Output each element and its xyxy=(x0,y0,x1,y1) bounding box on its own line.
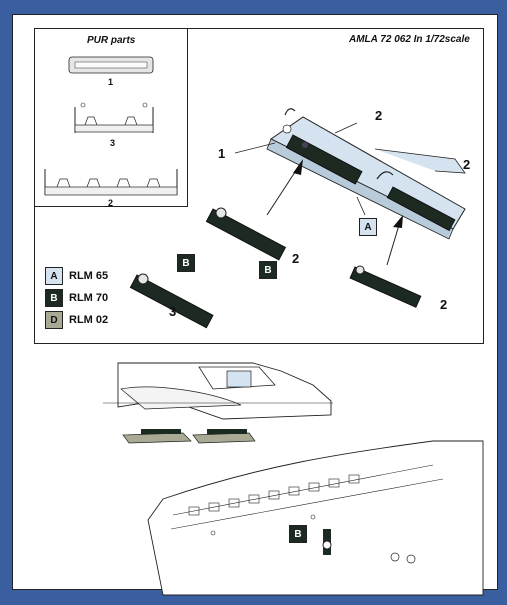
assembly-label-part-2-top: 2 xyxy=(375,108,383,123)
legend-label-rlm02: RLM 02 xyxy=(69,314,109,326)
callout-b-part2: B xyxy=(259,261,277,279)
kit-title: AMLA 72 062 In 1/72scale xyxy=(349,34,470,45)
legend-row-rlm02: D RLM 02 xyxy=(45,310,108,330)
callout-a-rail: A xyxy=(359,218,377,236)
legend-row-rlm65: A RLM 65 xyxy=(45,266,108,286)
assembly-label-part-2-lower: 2 xyxy=(440,297,448,312)
pur-part-1-label: 1 xyxy=(108,77,114,87)
pur-part-2-label: 2 xyxy=(108,198,114,208)
aircraft-side-view-drawing xyxy=(103,362,484,596)
legend-label-rlm70: RLM 70 xyxy=(69,292,109,304)
instruction-sheet: PUR parts 1 3 2 AMLA 72 xyxy=(12,14,498,596)
callout-b-fuselage: B xyxy=(289,525,307,543)
swatch-d: D xyxy=(45,311,63,329)
rack-assembly-drawing xyxy=(129,108,466,329)
pur-parts-drawing xyxy=(44,56,178,196)
swatch-a: A xyxy=(45,267,63,285)
assembly-label-part-1: 1 xyxy=(218,146,226,161)
callout-b-part3: B xyxy=(177,254,195,272)
assembly-label-part-2-mid: 2 xyxy=(292,251,300,266)
assembly-label-part-3: 3 xyxy=(169,304,177,319)
pur-part-3-label: 3 xyxy=(110,138,116,148)
pur-parts-inset: PUR parts 1 3 2 xyxy=(34,28,188,208)
swatch-b: B xyxy=(45,289,63,307)
assembly-label-part-2-right: 2 xyxy=(463,157,471,172)
pur-parts-title: PUR parts xyxy=(87,35,136,46)
legend-label-rlm65: RLM 65 xyxy=(69,270,109,282)
assembly-panel: PUR parts 1 3 2 AMLA 72 xyxy=(34,28,484,344)
legend-row-rlm70: B RLM 70 xyxy=(45,288,108,308)
